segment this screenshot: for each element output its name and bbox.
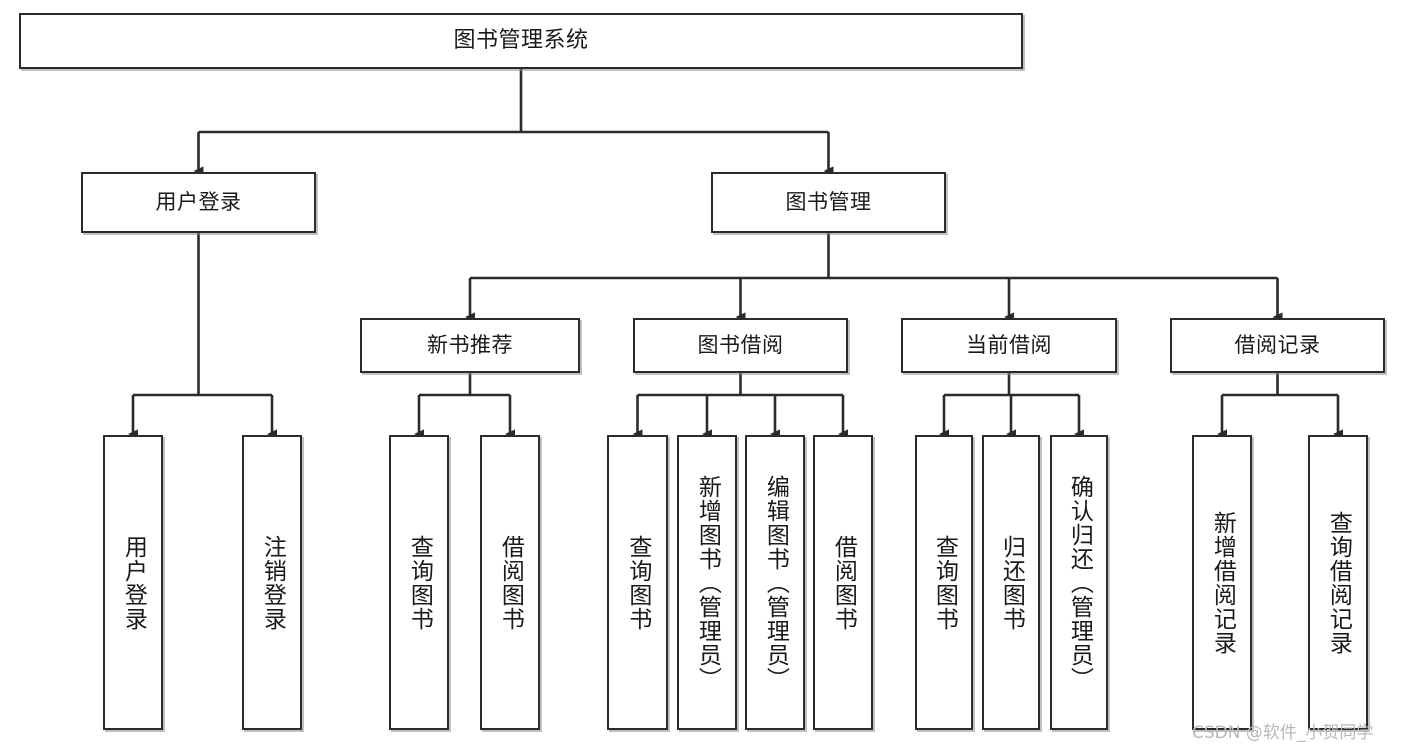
node-label: 图书管理 (785, 190, 872, 215)
node-label: 查询图书 (406, 534, 433, 631)
node-label: 图书管理系统 (453, 28, 589, 54)
node-label: 新增图书（管理员） (694, 474, 721, 691)
node-label: 编辑图书（管理员） (762, 474, 789, 691)
node-label: 借阅记录 (1234, 333, 1321, 358)
csdn-watermark: CSDN @软件_小贺同学 (1192, 723, 1374, 743)
node-label: 借阅图书 (830, 534, 857, 631)
node-l7: 编辑图书（管理员） (745, 435, 805, 730)
node-l5: 查询图书 (607, 435, 668, 730)
node-borrow: 图书借阅 (633, 318, 848, 373)
node-label: 确认归还（管理员） (1066, 474, 1093, 691)
node-label: 注销登录 (259, 534, 286, 631)
node-l11: 确认归还（管理员） (1050, 435, 1108, 730)
node-label: 当前借阅 (966, 333, 1052, 358)
node-current: 当前借阅 (901, 318, 1117, 373)
node-l6: 新增图书（管理员） (677, 435, 737, 730)
node-login: 用户登录 (81, 172, 316, 233)
node-label: 图书借阅 (697, 333, 784, 358)
node-l13: 查询借阅记录 (1308, 435, 1368, 730)
node-l10: 归还图书 (982, 435, 1040, 730)
node-l9: 查询图书 (915, 435, 973, 730)
node-l8: 借阅图书 (813, 435, 873, 730)
node-label: 查询图书 (624, 534, 651, 631)
node-newbook: 新书推荐 (360, 318, 580, 373)
node-label: 新增借阅记录 (1209, 510, 1236, 655)
node-l1: 用户登录 (103, 435, 163, 730)
node-records: 借阅记录 (1170, 318, 1385, 373)
node-label: 查询图书 (931, 534, 958, 631)
node-label: 用户登录 (155, 190, 242, 215)
node-root: 图书管理系统 (19, 13, 1023, 69)
node-label: 查询借阅记录 (1325, 510, 1352, 655)
node-bookmgmt: 图书管理 (711, 172, 946, 233)
node-label: 借阅图书 (497, 534, 524, 631)
node-l12: 新增借阅记录 (1192, 435, 1252, 730)
node-l2: 注销登录 (242, 435, 302, 730)
node-label: 用户登录 (120, 534, 147, 631)
node-label: 归还图书 (998, 534, 1025, 631)
node-l4: 借阅图书 (480, 435, 540, 730)
node-l3: 查询图书 (389, 435, 449, 730)
node-label: 新书推荐 (427, 333, 513, 358)
